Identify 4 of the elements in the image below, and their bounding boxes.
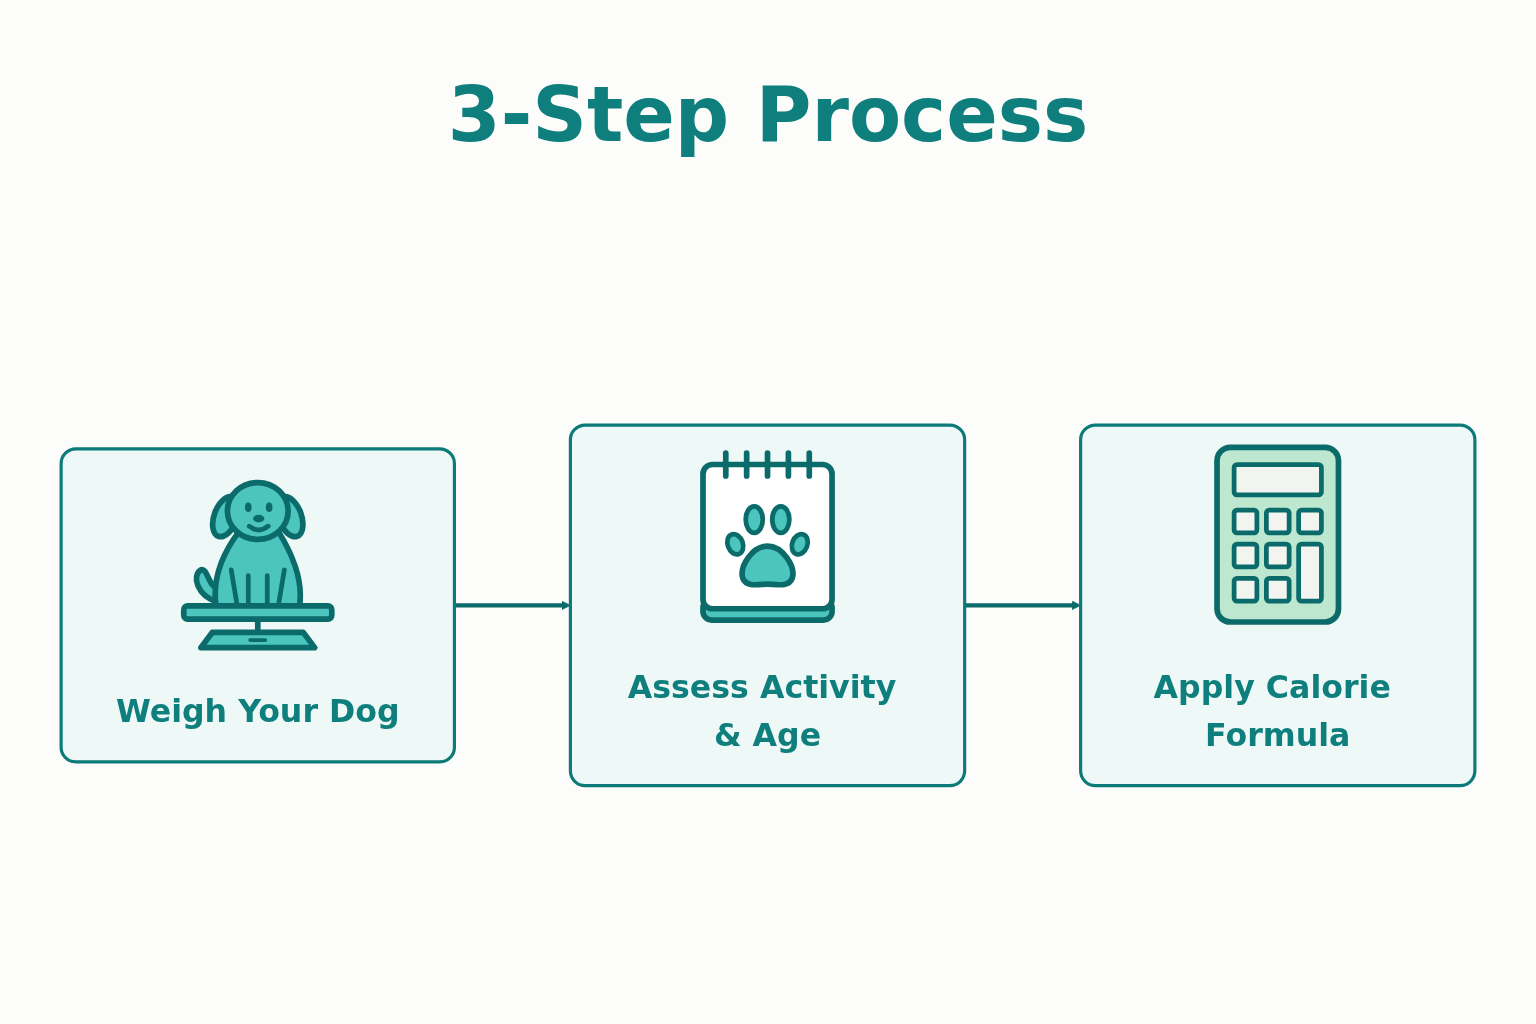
node-box: Apply Calorie Formula bbox=[1079, 423, 1477, 787]
node-box: Assess Activity & Age bbox=[568, 423, 967, 787]
node-box: Weigh Your Dog bbox=[59, 446, 456, 764]
title: 3-Step Process bbox=[447, 70, 1089, 159]
